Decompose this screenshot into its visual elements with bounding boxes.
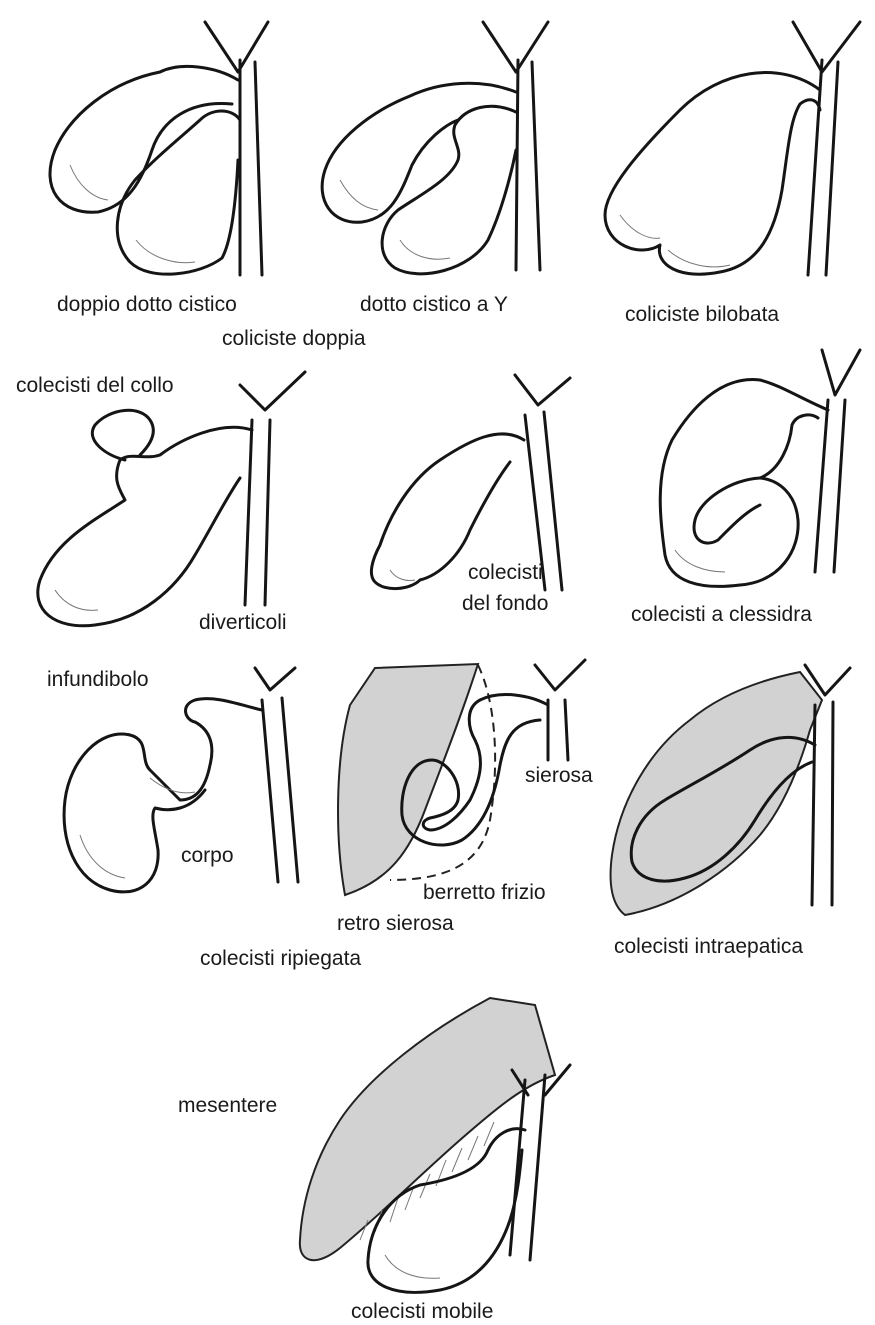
label-colecisti-ripiegata: colecisti ripiegata xyxy=(200,947,361,970)
label-del-fondo: del fondo xyxy=(462,592,548,615)
label-coliciste-bilobata: coliciste bilobata xyxy=(625,303,779,326)
label-colecisti-a-clessidra: colecisti a clessidra xyxy=(631,603,812,626)
label-colecisti-mobile: colecisti mobile xyxy=(351,1300,493,1323)
label-sierosa: sierosa xyxy=(525,764,593,787)
label-mesentere: mesentere xyxy=(178,1094,277,1117)
label-diverticoli: diverticoli xyxy=(199,611,287,634)
label-colecisti-fondo-line1: colecisti xyxy=(468,561,543,584)
label-dotto-cistico-a-y: dotto cistico a Y xyxy=(360,293,508,316)
label-colecisti-del-collo: colecisti del collo xyxy=(16,374,174,397)
label-corpo: corpo xyxy=(181,844,234,867)
label-colecisti-intraepatica: colecisti intraepatica xyxy=(614,935,803,958)
label-infundibolo: infundibolo xyxy=(47,668,149,691)
label-doppio-dotto-cistico: doppio dotto cistico xyxy=(57,293,237,316)
label-retro-sierosa: retro sierosa xyxy=(337,912,454,935)
label-berretto-frizio: berretto frizio xyxy=(423,881,546,904)
label-coliciste-doppia: coliciste doppia xyxy=(222,327,366,350)
common-bile-duct-right-wall xyxy=(832,702,833,905)
